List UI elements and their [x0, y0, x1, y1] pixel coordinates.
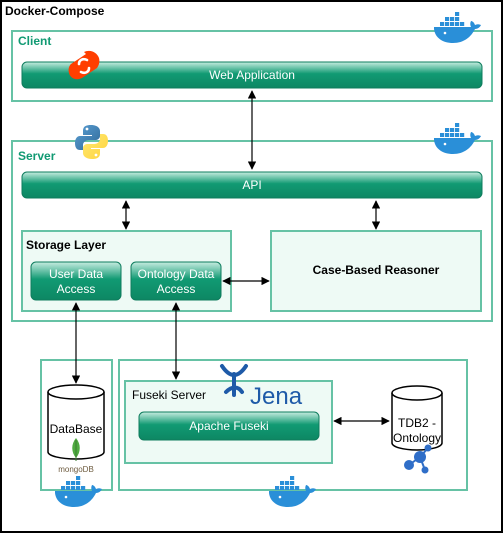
- svg-text:API: API: [242, 178, 261, 192]
- tdb2-label-line1: TDB2 -: [398, 416, 436, 430]
- fuseki-server-label: Fuseki Server: [132, 388, 206, 402]
- mongodb-logo-text: mongoDB: [58, 465, 94, 474]
- mongodb-icon: [72, 438, 80, 461]
- python-icon: [75, 125, 108, 159]
- storage-layer-label: Storage Layer: [26, 238, 106, 252]
- svg-text:Web Application: Web Application: [209, 68, 295, 82]
- client-label: Client: [18, 34, 51, 48]
- docker-compose-title: Docker-Compose: [5, 4, 105, 18]
- ontology-icon: [404, 444, 432, 474]
- database-label: DataBase: [50, 422, 103, 436]
- server-label: Server: [18, 149, 56, 163]
- case-based-reasoner-label: Case-Based Reasoner: [313, 263, 440, 277]
- case-based-reasoner-box: [270, 230, 482, 312]
- svg-text:Access: Access: [57, 282, 96, 296]
- svg-text:Ontology Data: Ontology Data: [138, 267, 215, 281]
- web-application-bar: Web Application: [21, 61, 483, 89]
- svg-text:Access: Access: [157, 282, 196, 296]
- jena-logo-text: Jena: [250, 383, 303, 410]
- tdb2-label-line2: Ontology: [393, 431, 441, 445]
- svelte-icon: [68, 50, 100, 80]
- ontology-data-access-box: Ontology Data Access: [130, 261, 222, 301]
- api-bar: API: [21, 171, 483, 199]
- user-data-access-box: User Data Access: [30, 261, 122, 301]
- svg-text:User Data: User Data: [49, 267, 103, 281]
- apache-fuseki-bar: Apache Fuseki: [138, 411, 320, 441]
- jena-icon: [220, 364, 248, 397]
- tdb2-database-icon: [391, 385, 443, 451]
- svg-text:Apache Fuseki: Apache Fuseki: [189, 419, 268, 433]
